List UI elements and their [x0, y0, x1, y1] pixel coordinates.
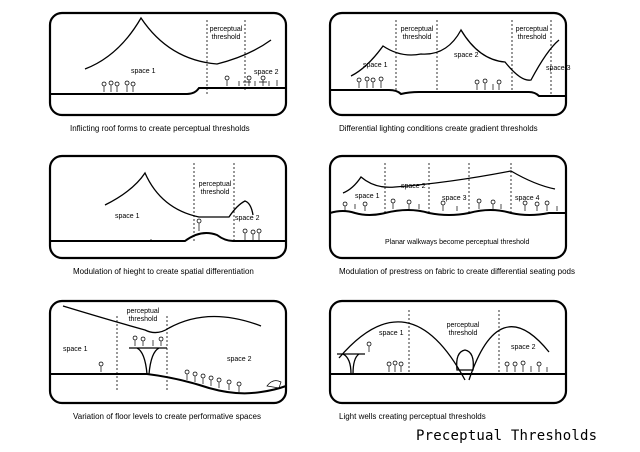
label-perceptual-threshold: perceptual threshold [209, 26, 243, 41]
label-space-2: space 2 [235, 215, 260, 222]
label-perceptual-threshold: perceptual threshold [400, 26, 434, 41]
label-perceptual-threshold: perceptual threshold [198, 181, 232, 196]
diagram-panel-height: perceptual threshold space 1 space 2 [48, 154, 288, 260]
section-drawing [48, 11, 288, 117]
label-space-1: space 1 [363, 62, 388, 69]
label-space-1: space 1 [131, 68, 156, 75]
diagram-panel-light-wells: space 1 perceptual threshold space 2 [328, 299, 568, 405]
label-walkways: Planar walkways become perceptual thresh… [385, 239, 530, 246]
caption-panel-1: Inflicting roof forms to create perceptu… [70, 124, 250, 133]
label-space-2: space 2 [511, 344, 536, 351]
label-space-1: space 1 [115, 213, 140, 220]
label-space-2: space 2 [254, 69, 279, 76]
diagram-panel-lighting: space 1 perceptual threshold space 2 per… [328, 11, 571, 117]
caption-panel-2: Differential lighting conditions create … [339, 124, 538, 133]
label-space-1: space 1 [355, 193, 380, 200]
section-drawing [328, 154, 568, 260]
label-space-1: space 1 [379, 330, 404, 337]
label-space-2: space 2 [454, 52, 479, 59]
caption-panel-4: Modulation of prestress on fabric to cre… [339, 267, 575, 276]
section-drawing [48, 154, 288, 260]
label-space-3: space 3 [546, 65, 571, 72]
label-space-4: space 4 [515, 195, 540, 202]
diagram-panel-roof-forms: space 1 perceptual threshold space 2 [48, 11, 288, 117]
label-perceptual-threshold: perceptual threshold [126, 308, 160, 323]
label-space-2: space 2 [401, 183, 426, 190]
page-title: Preceptual Thresholds [416, 428, 598, 444]
diagram-panel-prestress: space 1 space 2 space 3 space 4 Planar w… [328, 154, 568, 260]
caption-panel-3: Modulation of hieght to create spatial d… [73, 267, 254, 276]
caption-panel-5: Variation of floor levels to create perf… [73, 412, 261, 421]
label-space-3: space 3 [442, 195, 467, 202]
section-drawing [48, 299, 288, 405]
diagram-panel-floor-levels: perceptual threshold space 1 space 2 [48, 299, 288, 405]
label-space-1: space 1 [63, 346, 88, 353]
label-perceptual-threshold: perceptual threshold [446, 322, 480, 337]
label-perceptual-threshold-2: perceptual threshold [515, 26, 549, 41]
label-space-2: space 2 [227, 356, 252, 363]
section-drawing [328, 11, 568, 117]
caption-panel-6: Light wells creating perceptual threshol… [339, 412, 486, 421]
section-drawing [328, 299, 568, 405]
